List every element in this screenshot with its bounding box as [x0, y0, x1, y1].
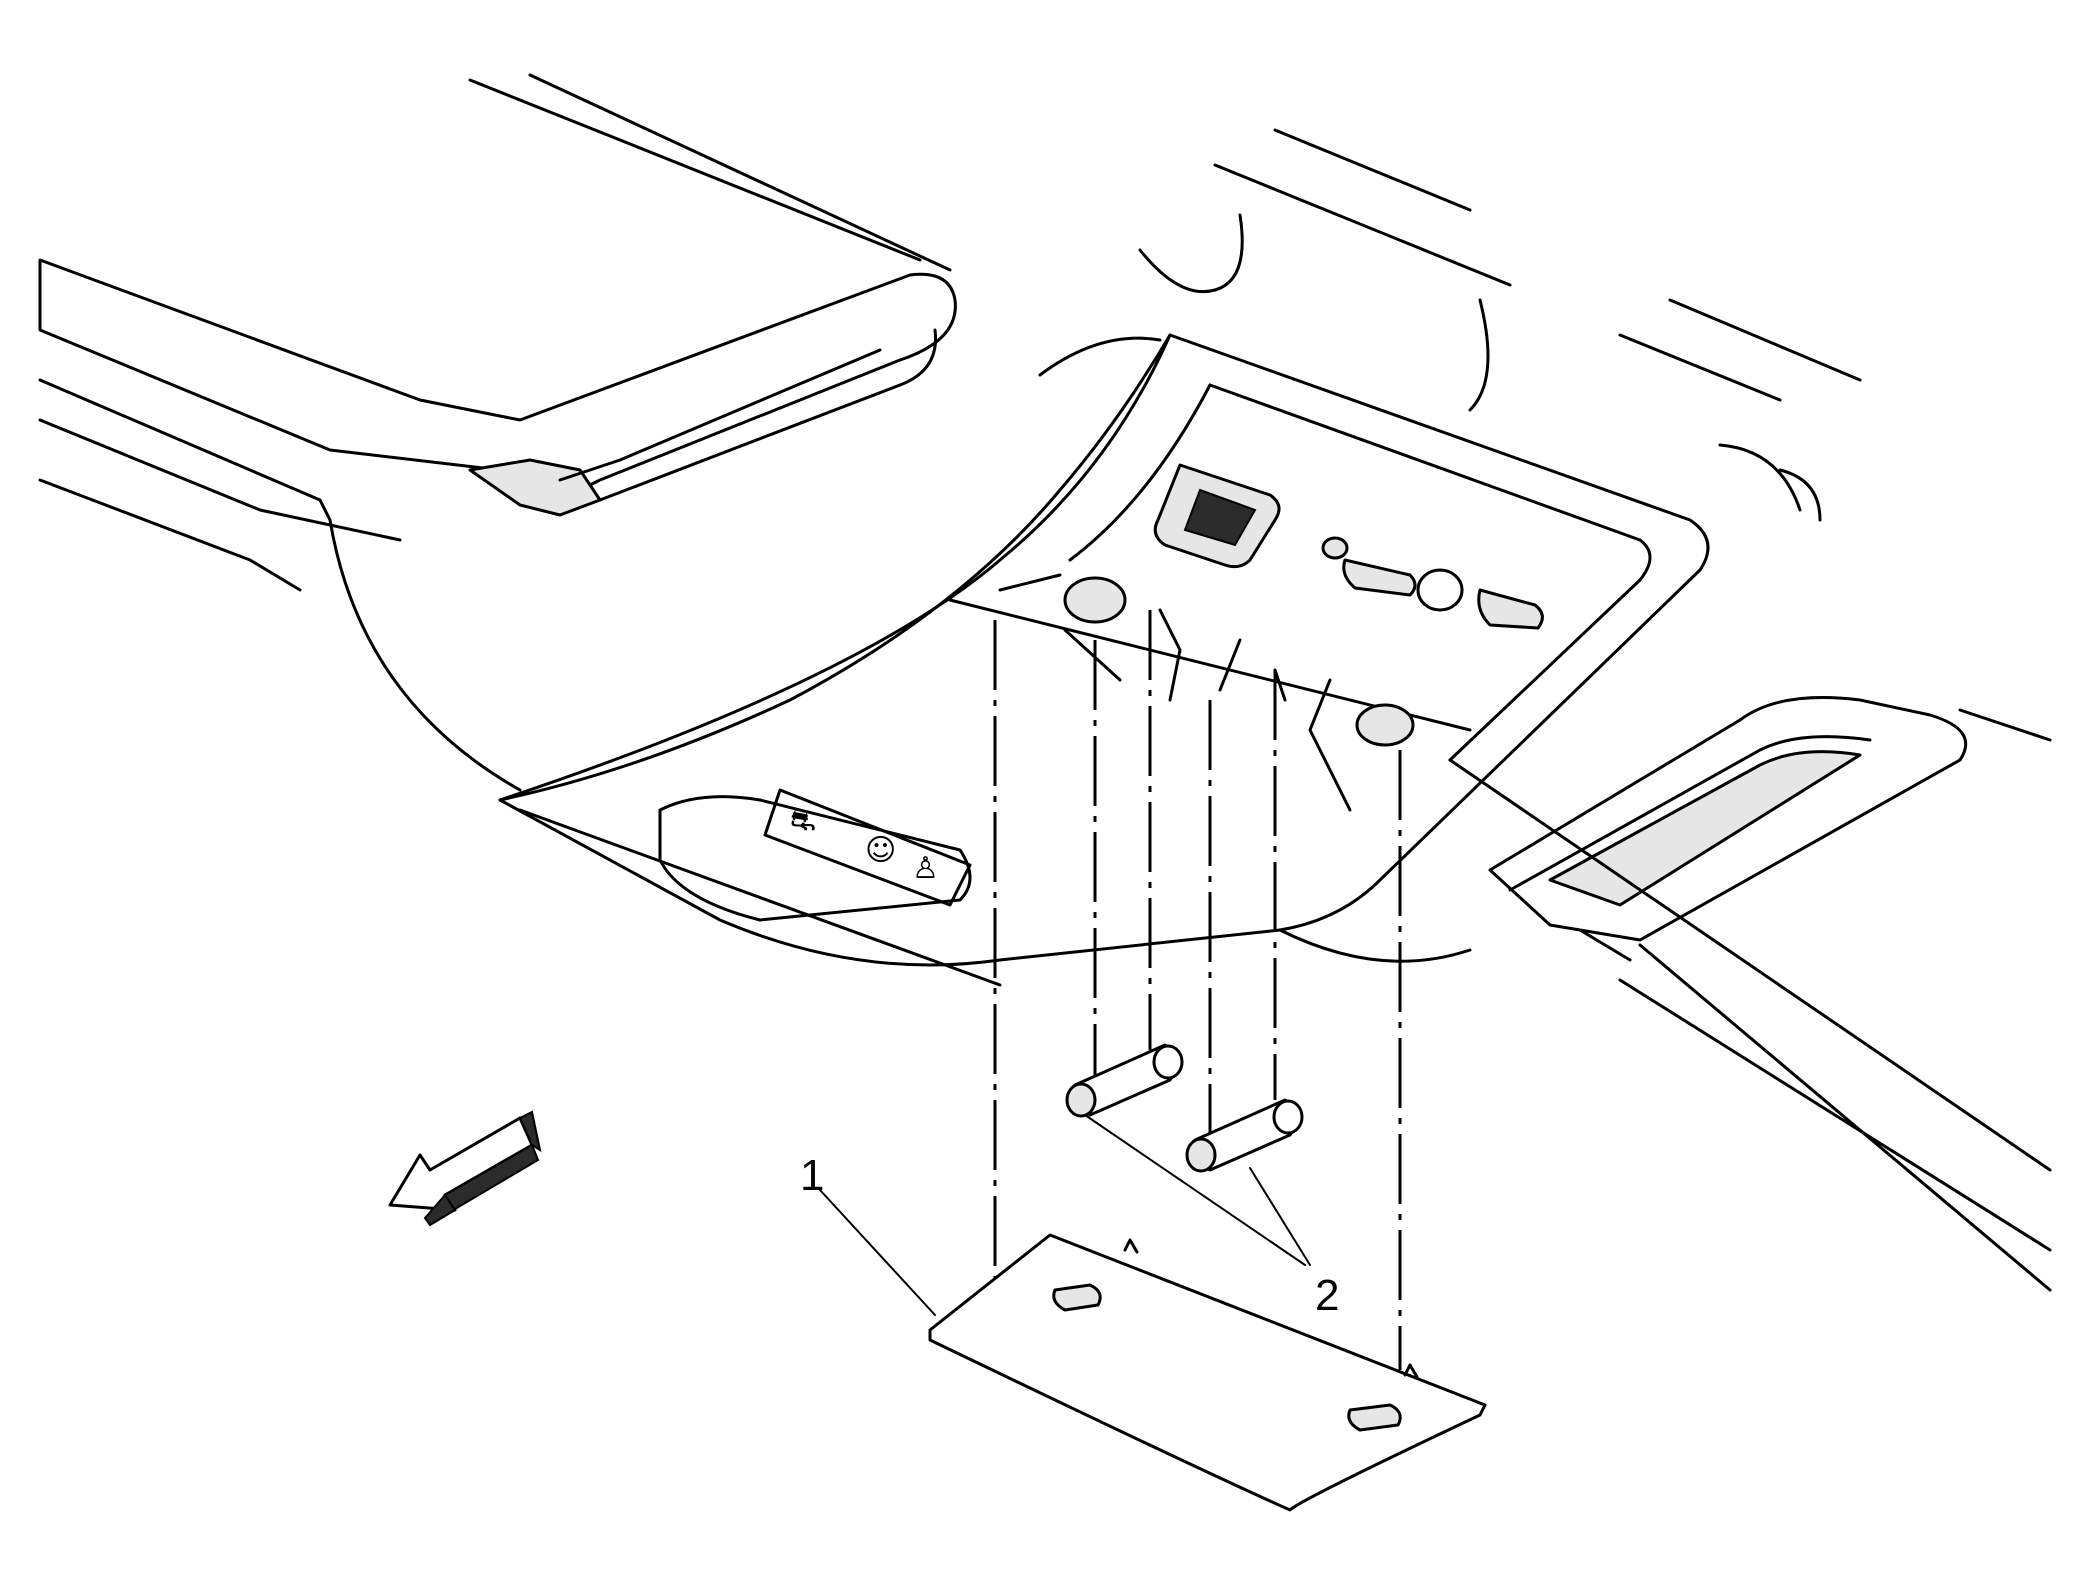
left-roof-rail: [38, 258, 957, 792]
mounting-clip: [1355, 703, 1415, 747]
console-access-cover: [928, 1233, 1487, 1512]
alignment-lines: [993, 610, 1402, 1370]
occupant-icon: ☺: [865, 833, 896, 868]
headliner-outline: [468, 73, 1862, 522]
fuse: [1065, 1043, 1184, 1118]
child-seat-icon: ♙: [912, 851, 939, 886]
callout-2-label: 2: [1315, 1271, 1339, 1320]
airbag-indicator-panel: ⛐ ☺ ♙: [763, 788, 972, 907]
callout-1-label: 1: [800, 1151, 824, 1200]
indicator-lamp: [1321, 536, 1349, 560]
passenger-airbag-icon: ⛐: [790, 803, 816, 838]
lamp-button: [1342, 558, 1417, 597]
forward-arrow-icon: [388, 1110, 542, 1227]
fuse: [1185, 1098, 1304, 1173]
console-controls: [1153, 463, 1544, 630]
cover-tab-slot: [1347, 1403, 1402, 1432]
lamp-button: [1477, 588, 1544, 630]
mounting-clip: [1063, 576, 1127, 624]
overhead-console: [498, 333, 1710, 987]
right-roof-rail: [1278, 696, 2052, 1292]
cover-tab-slot: [1052, 1283, 1102, 1312]
fuse-recess: [948, 573, 1472, 812]
callout-leaders: [819, 1114, 1311, 1316]
lamp-button: [1416, 568, 1464, 612]
